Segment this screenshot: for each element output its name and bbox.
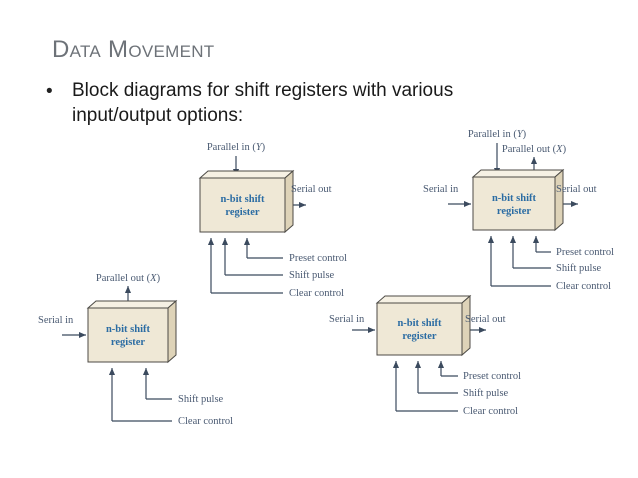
- box-label-line1: n-bit shift: [106, 324, 151, 335]
- label-clear-control: Clear control: [463, 406, 518, 417]
- label-serial-in: Serial in: [423, 184, 459, 195]
- label-shift-pulse: Shift pulse: [556, 263, 602, 274]
- label-shift-pulse: Shift pulse: [178, 394, 224, 405]
- box-top-face: [86, 300, 178, 309]
- diagram-serial-in-serial-out: n-bit shift register Serial in Serial ou…: [329, 294, 521, 417]
- bullet-text: Block diagrams for shift registers with …: [72, 80, 454, 126]
- diagram-universal-shift-register: n-bit shift register Parallel in (Y) Par…: [423, 129, 614, 292]
- box-front-face: [199, 177, 286, 233]
- label-preset-control: Preset control: [289, 253, 347, 264]
- box-label-line2: register: [402, 331, 437, 342]
- bullet-list-item: • Block diagrams for shift registers wit…: [46, 78, 516, 128]
- box-label-line1: n-bit shift: [397, 318, 442, 329]
- label-clear-control: Clear control: [556, 281, 611, 292]
- label-serial-out: Serial out: [465, 314, 506, 325]
- box-front-face: [376, 302, 463, 356]
- label-preset-control: Preset control: [463, 371, 521, 382]
- box-label-line1: n-bit shift: [220, 194, 265, 205]
- box-side-face: [554, 168, 564, 232]
- box-side-face: [167, 299, 177, 364]
- box-top-face: [375, 295, 472, 304]
- box-label-line2: register: [225, 207, 260, 218]
- label-parallel-out: Parallel out (X): [502, 144, 567, 155]
- box-top-face: [471, 169, 565, 178]
- label-serial-in: Serial in: [329, 314, 365, 325]
- diagram-serial-in-parallel-out: n-bit shift register Parallel out (X) Se…: [38, 273, 233, 427]
- diagram-parallel-in-serial-out: n-bit shift register Parallel in (Y) Ser…: [198, 142, 347, 299]
- label-preset-control: Preset control: [556, 247, 614, 258]
- label-shift-pulse: Shift pulse: [463, 388, 509, 399]
- box-top-face: [198, 170, 295, 179]
- box-label-line2: register: [497, 206, 532, 217]
- label-serial-out: Serial out: [291, 184, 332, 195]
- label-parallel-in: Parallel in (Y): [207, 142, 266, 153]
- page-title: Data Movement: [52, 36, 215, 63]
- label-parallel-out: Parallel out (X): [96, 273, 161, 284]
- label-serial-in: Serial in: [38, 315, 74, 326]
- label-shift-pulse: Shift pulse: [289, 270, 335, 281]
- box-front-face: [87, 307, 169, 363]
- label-clear-control: Clear control: [178, 416, 233, 427]
- box-label-line2: register: [111, 337, 146, 348]
- box-side-face: [461, 294, 471, 357]
- box-label-line1: n-bit shift: [492, 193, 537, 204]
- label-serial-out: Serial out: [556, 184, 597, 195]
- label-clear-control: Clear control: [289, 288, 344, 299]
- box-side-face: [284, 169, 294, 234]
- label-parallel-in: Parallel in (Y): [468, 129, 527, 140]
- box-front-face: [472, 176, 556, 231]
- bullet-marker: •: [46, 81, 53, 102]
